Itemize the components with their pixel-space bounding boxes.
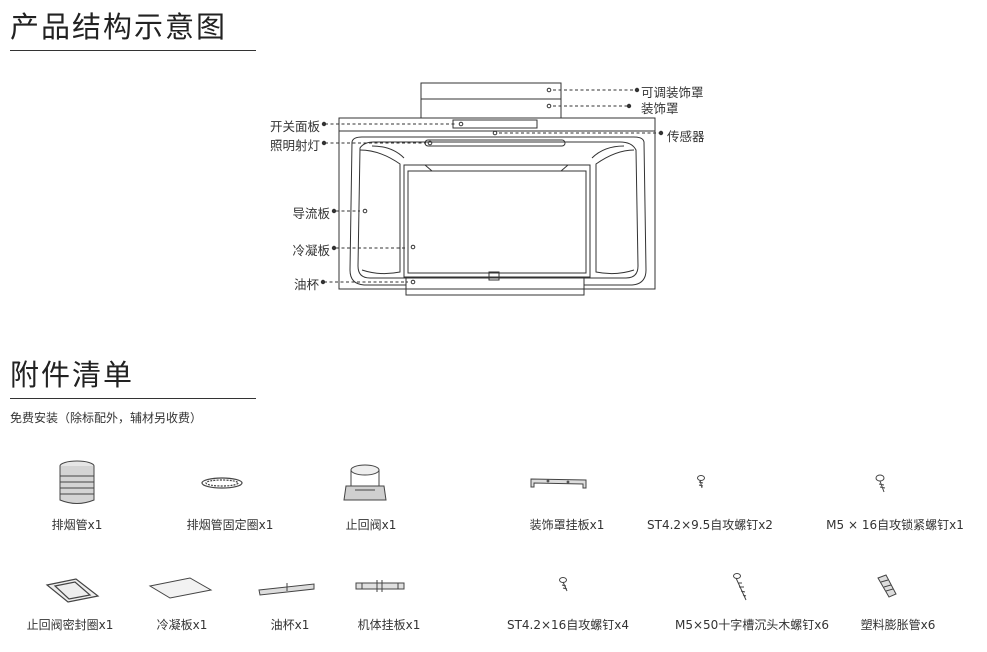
decor-cover-shape: [420, 98, 562, 119]
accessory-label: 止回阀x1: [345, 518, 397, 532]
accessory-label: M5×50十字槽沉头木螺钉x6: [674, 618, 830, 632]
structure-title-rule: [10, 50, 256, 51]
accessory-label: ST4.2×9.5自攻螺钉x2: [647, 518, 773, 532]
callout-decor-cover: 装饰罩: [641, 101, 679, 116]
condenser-plate-icon: [148, 577, 213, 599]
light-bar: [424, 139, 566, 147]
condenser-panel: [403, 164, 591, 278]
exhaust-pipe-icon: [59, 460, 95, 504]
callout-adjustable-cover: 可调装饰罩: [641, 85, 704, 100]
inner-shell: [357, 141, 639, 279]
callout-sensor: 传感器: [667, 129, 705, 144]
oil-cup-icon: [258, 583, 315, 596]
accessory-label: 冷凝板x1: [156, 618, 208, 632]
accessories-title: 附件清单: [10, 358, 135, 392]
accessory-label: ST4.2×16自攻螺钉x4: [506, 618, 630, 632]
seal-ring-icon: [45, 578, 100, 603]
expansion-tube-icon: [877, 574, 897, 598]
structure-title: 产品结构示意图: [10, 10, 228, 44]
body-outer: [338, 131, 656, 290]
callout-condenser: 冷凝板: [292, 243, 330, 258]
screw-small-icon: [697, 475, 705, 489]
screw-st16-icon: [559, 577, 568, 592]
fixing-ring-icon: [201, 477, 243, 489]
check-valve-icon: [343, 464, 387, 501]
callout-switch-panel: 开关面板: [269, 119, 320, 134]
accessories-note: 免费安装（除标配外，辅材另收费）: [10, 411, 203, 425]
accessory-label: 塑料膨胀管x6: [860, 618, 936, 632]
screw-lock-icon: [875, 474, 886, 493]
accessories-title-rule: [10, 398, 256, 399]
decor-plate-icon: [530, 478, 587, 489]
body-plate-icon: [355, 580, 405, 592]
accessory-label: 机体挂板x1: [357, 618, 421, 632]
accessory-label: 排烟管x1: [51, 518, 103, 532]
accessory-label: 油杯x1: [270, 618, 310, 632]
inner-housing: [349, 136, 647, 296]
adjustable-cover-shape: [420, 82, 562, 100]
wood-screw-icon: [733, 573, 747, 601]
accessory-label: 止回阀密封圈x1: [26, 618, 114, 632]
callout-light: 照明射灯: [269, 138, 320, 153]
callout-oil-cup: 油杯: [293, 277, 319, 292]
range-hood-diagram: [320, 82, 664, 296]
accessory-label: M5 × 16自攻锁紧螺钉x1: [826, 518, 964, 532]
accessory-label: 装饰罩挂板x1: [529, 518, 605, 532]
accessory-label: 排烟管固定圈x1: [186, 518, 274, 532]
oil-cup-shape: [405, 276, 585, 296]
body-top-band: [338, 117, 656, 132]
callout-deflector: 导流板: [292, 206, 330, 221]
switch-panel-shape: [452, 119, 538, 129]
